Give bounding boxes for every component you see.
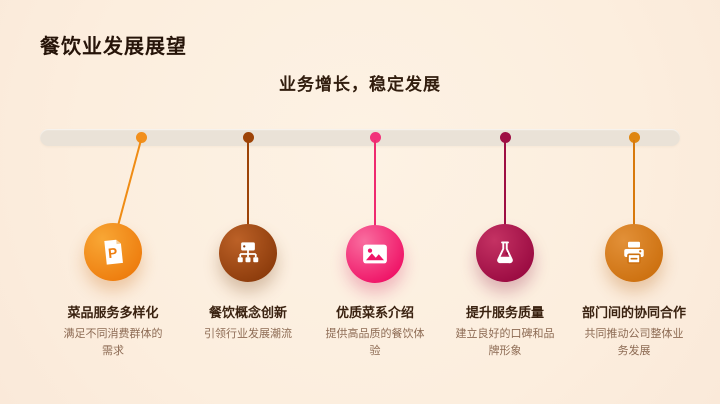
item-title: 提升服务质量 (465, 305, 544, 320)
item-description: 提供高品质的餐饮体验 (325, 328, 425, 357)
document-p-icon: P (98, 237, 128, 267)
icon-circle-5 (605, 224, 663, 282)
svg-text:P: P (107, 245, 118, 261)
icon-circle-3 (346, 225, 404, 283)
timeline-item-3: 优质菜系介绍 提供高品质的餐饮体验 (319, 302, 431, 359)
pendulum-string-1 (116, 139, 142, 228)
timeline-dot-1 (136, 132, 147, 143)
printer-icon (619, 238, 649, 268)
timeline-item-1: 菜品服务多样化 满足不同消费群体的需求 (57, 302, 169, 359)
image-icon (360, 239, 390, 269)
slide-subtitle: 业务增长，稳定发展 (279, 75, 441, 94)
page-title: 餐饮业发展展望 (40, 36, 187, 58)
timeline-dot-5 (629, 132, 640, 143)
item-title: 部门间的协同合作 (581, 305, 686, 320)
item-description: 建立良好的口碑和品牌形象 (455, 328, 555, 357)
item-description: 共同推动公司整体业务发展 (584, 328, 684, 357)
timeline-item-2: 餐饮概念创新 引领行业发展潮流 (192, 302, 304, 343)
item-title: 菜品服务多样化 (67, 305, 159, 320)
timeline-bar (40, 129, 680, 146)
pendulum-string-4 (504, 140, 506, 225)
timeline-dot-3 (370, 132, 381, 143)
flask-icon (490, 238, 520, 268)
timeline-item-4: 提升服务质量 建立良好的口碑和品牌形象 (449, 302, 561, 359)
icon-circle-2 (219, 224, 277, 282)
item-title: 餐饮概念创新 (208, 305, 287, 320)
pendulum-string-5 (633, 140, 635, 225)
timeline-dot-2 (243, 132, 254, 143)
item-title: 优质菜系介绍 (335, 305, 414, 320)
item-description: 满足不同消费群体的需求 (63, 328, 163, 357)
item-description: 引领行业发展潮流 (204, 328, 292, 340)
timeline-item-5: 部门间的协同合作 共同推动公司整体业务发展 (578, 302, 690, 359)
pendulum-string-2 (247, 140, 249, 225)
timeline-dot-4 (500, 132, 511, 143)
pendulum-string-3 (374, 140, 376, 227)
icon-circle-4 (476, 224, 534, 282)
sitemap-icon (233, 238, 263, 268)
icon-circle-1: P (84, 223, 142, 281)
